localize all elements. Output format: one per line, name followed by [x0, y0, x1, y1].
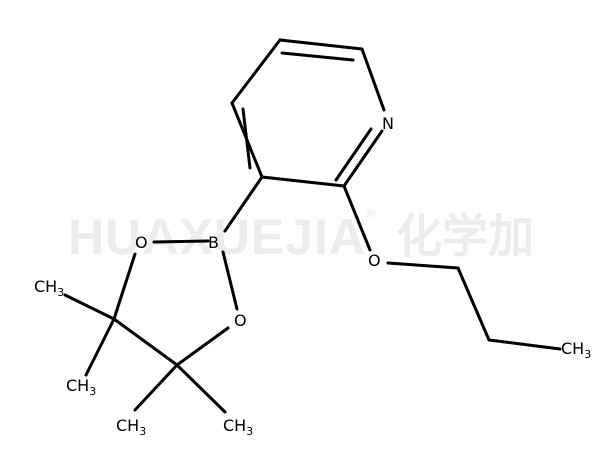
- bond-c3-b: [223, 175, 264, 233]
- bond-n-c2-inner: [334, 127, 373, 182]
- bond-o-ch2: [386, 261, 460, 270]
- atom-label-o-ether: O: [368, 251, 381, 270]
- pyridine-ring: [230, 38, 386, 188]
- methyl-bonds: [63, 293, 227, 414]
- bond-b-o-top: [152, 239, 210, 244]
- atom-label-n: N: [382, 114, 394, 133]
- watermark: HUAXUEJIA ® 化学加: [68, 207, 534, 265]
- watermark-latin: HUAXUEJIA: [68, 209, 366, 265]
- propoxy-chain: [342, 184, 562, 351]
- bond-n-c2: [342, 129, 384, 188]
- bond-b-o-bottom: [221, 250, 239, 311]
- atom-label-o-ring-bottom: O: [234, 311, 247, 330]
- bond-c6-n: [360, 47, 386, 112]
- atom-label-b: B: [208, 233, 219, 252]
- bond-c2-o: [342, 184, 372, 252]
- atom-label-ch3-upper-left: CH3: [34, 277, 64, 299]
- watermark-registered-mark: ®: [364, 207, 378, 223]
- atom-label-ch3-bottom-left: CH3: [116, 416, 146, 438]
- bond-c3-c4-inner: [241, 107, 252, 170]
- bond-c4-c5: [230, 38, 282, 105]
- bond-ch2-ch2: [456, 266, 491, 342]
- bond-ch2-ch3: [487, 338, 562, 351]
- bond-methyl-upper-left: [63, 293, 116, 321]
- bond-o-top-c: [112, 252, 137, 321]
- bond-methyl-lower-left: [84, 317, 116, 377]
- atom-label-ch3-propyl: CH3: [561, 339, 591, 361]
- bond-c2-c3: [260, 175, 346, 188]
- atom-labels: N O B O O CH3 CH3 CH3 CH3 CH3: [34, 114, 591, 438]
- bond-c5-c6-inner: [280, 51, 355, 62]
- bond-o-bottom-c: [175, 326, 230, 367]
- bond-methyl-bottom-right: [175, 363, 227, 414]
- atom-label-ch3-lower-left: CH3: [66, 376, 96, 398]
- watermark-cjk: 化学加: [396, 209, 534, 263]
- dioxaborolane-ring: [112, 175, 264, 367]
- atom-label-o-ring-top: O: [135, 233, 148, 252]
- bond-methyl-bottom-left: [133, 363, 179, 412]
- bond-c-c-ring: [112, 317, 179, 367]
- atom-label-ch3-bottom-right: CH3: [223, 416, 253, 438]
- bond-c5-c6: [278, 38, 364, 51]
